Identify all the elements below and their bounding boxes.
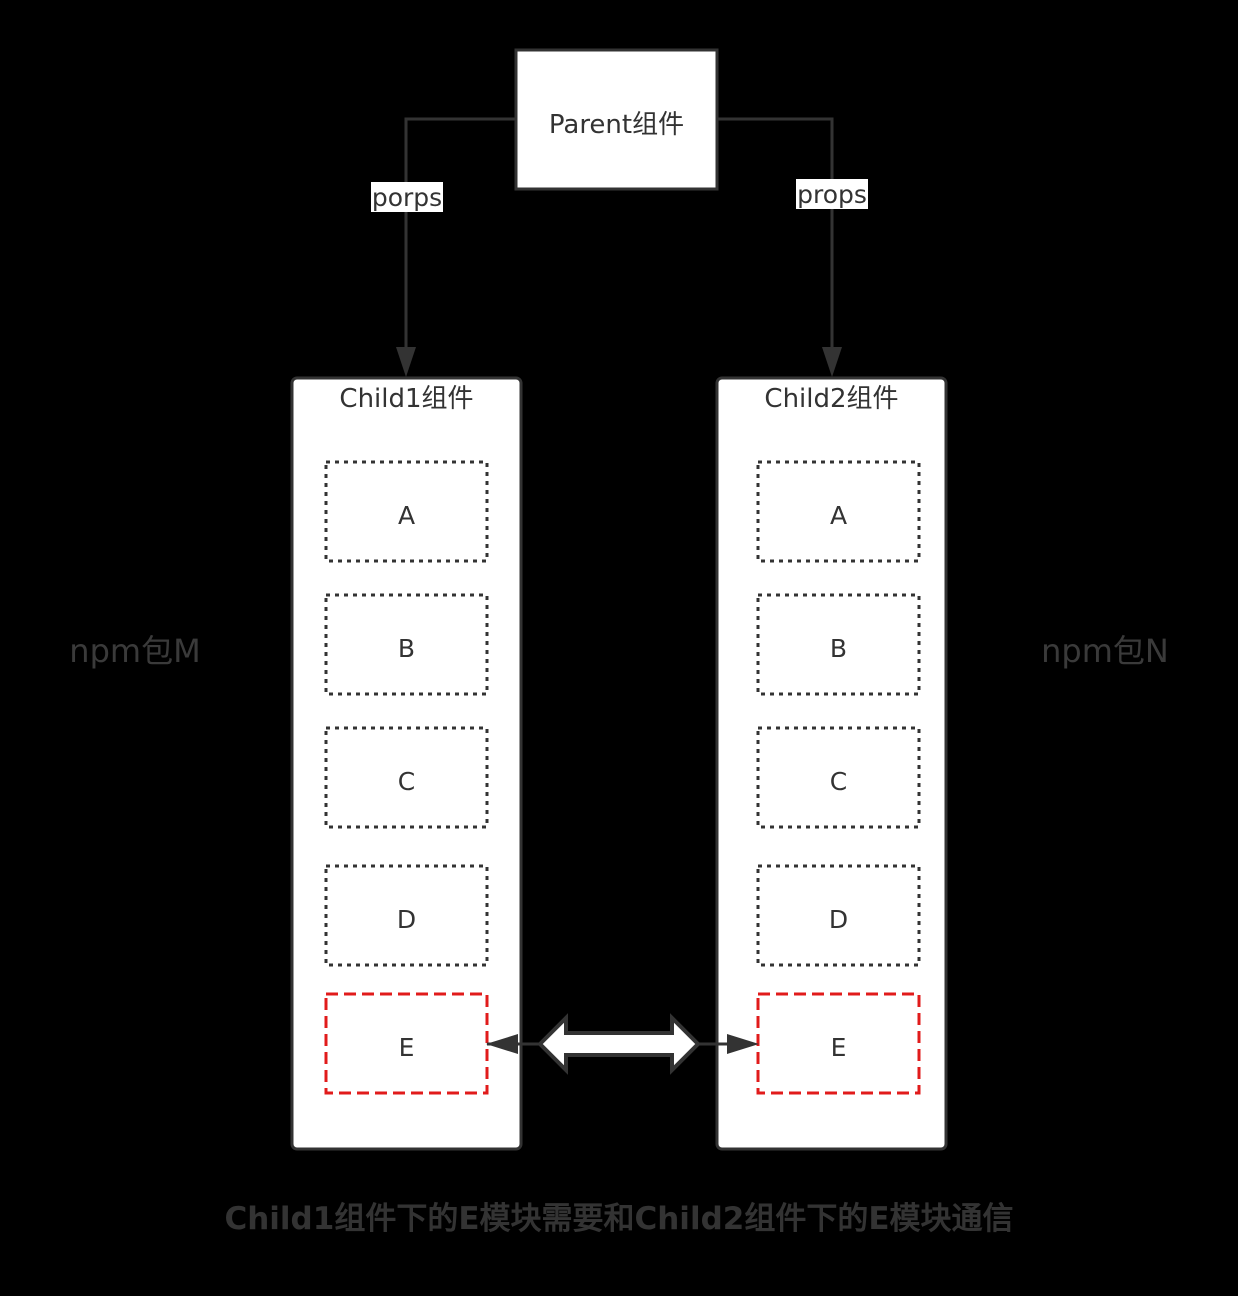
diagram-caption: Child1组件下的E模块需要和Child2组件下的E模块通信	[224, 1201, 1013, 1237]
child2-module-d[interactable]: D	[756, 864, 921, 967]
child2-module-c-label: C	[830, 767, 847, 796]
edge-parent-to-child2: props	[717, 117, 868, 377]
arrowhead-child2	[822, 347, 842, 377]
child2-module-e[interactable]: E	[756, 992, 921, 1095]
edge-label-porps: porps	[372, 183, 442, 212]
side-label-left: npm包M	[69, 632, 200, 670]
arrowhead-right	[727, 1034, 759, 1054]
arrowhead-left	[486, 1034, 518, 1054]
child1-module-c-label: C	[398, 767, 415, 796]
arrowhead-child1	[396, 347, 416, 377]
double-arrow-shape	[537, 1013, 701, 1075]
side-label-right: npm包N	[1041, 632, 1169, 670]
child1-module-e-label: E	[399, 1033, 415, 1062]
child1-module-d-label: D	[397, 905, 416, 934]
child1-module-c[interactable]: C	[324, 726, 489, 829]
child2-module-b-label: B	[830, 634, 847, 663]
child2-module-b[interactable]: B	[756, 593, 921, 696]
child1-module-b[interactable]: B	[324, 593, 489, 696]
child1-module-b-label: B	[398, 634, 415, 663]
e-communication-connector	[486, 1013, 759, 1075]
child2-module-e-label: E	[831, 1033, 847, 1062]
edge-parent-to-child1: porps	[371, 117, 516, 377]
parent-node[interactable]: Parent组件	[514, 48, 719, 191]
child1-module-a[interactable]: A	[324, 460, 489, 563]
child2-module-c[interactable]: C	[756, 726, 921, 829]
child1-module-d[interactable]: D	[324, 864, 489, 967]
child1-module-e[interactable]: E	[324, 992, 489, 1095]
child2-label: Child2组件	[764, 384, 898, 414]
child1-label: Child1组件	[339, 384, 473, 414]
parent-node-label: Parent组件	[549, 110, 684, 140]
edge-label-props: props	[797, 180, 867, 209]
child2-module-a[interactable]: A	[756, 460, 921, 563]
child2-module-a-label: A	[830, 501, 847, 530]
child1-module-a-label: A	[398, 501, 415, 530]
child2-module-d-label: D	[829, 905, 848, 934]
